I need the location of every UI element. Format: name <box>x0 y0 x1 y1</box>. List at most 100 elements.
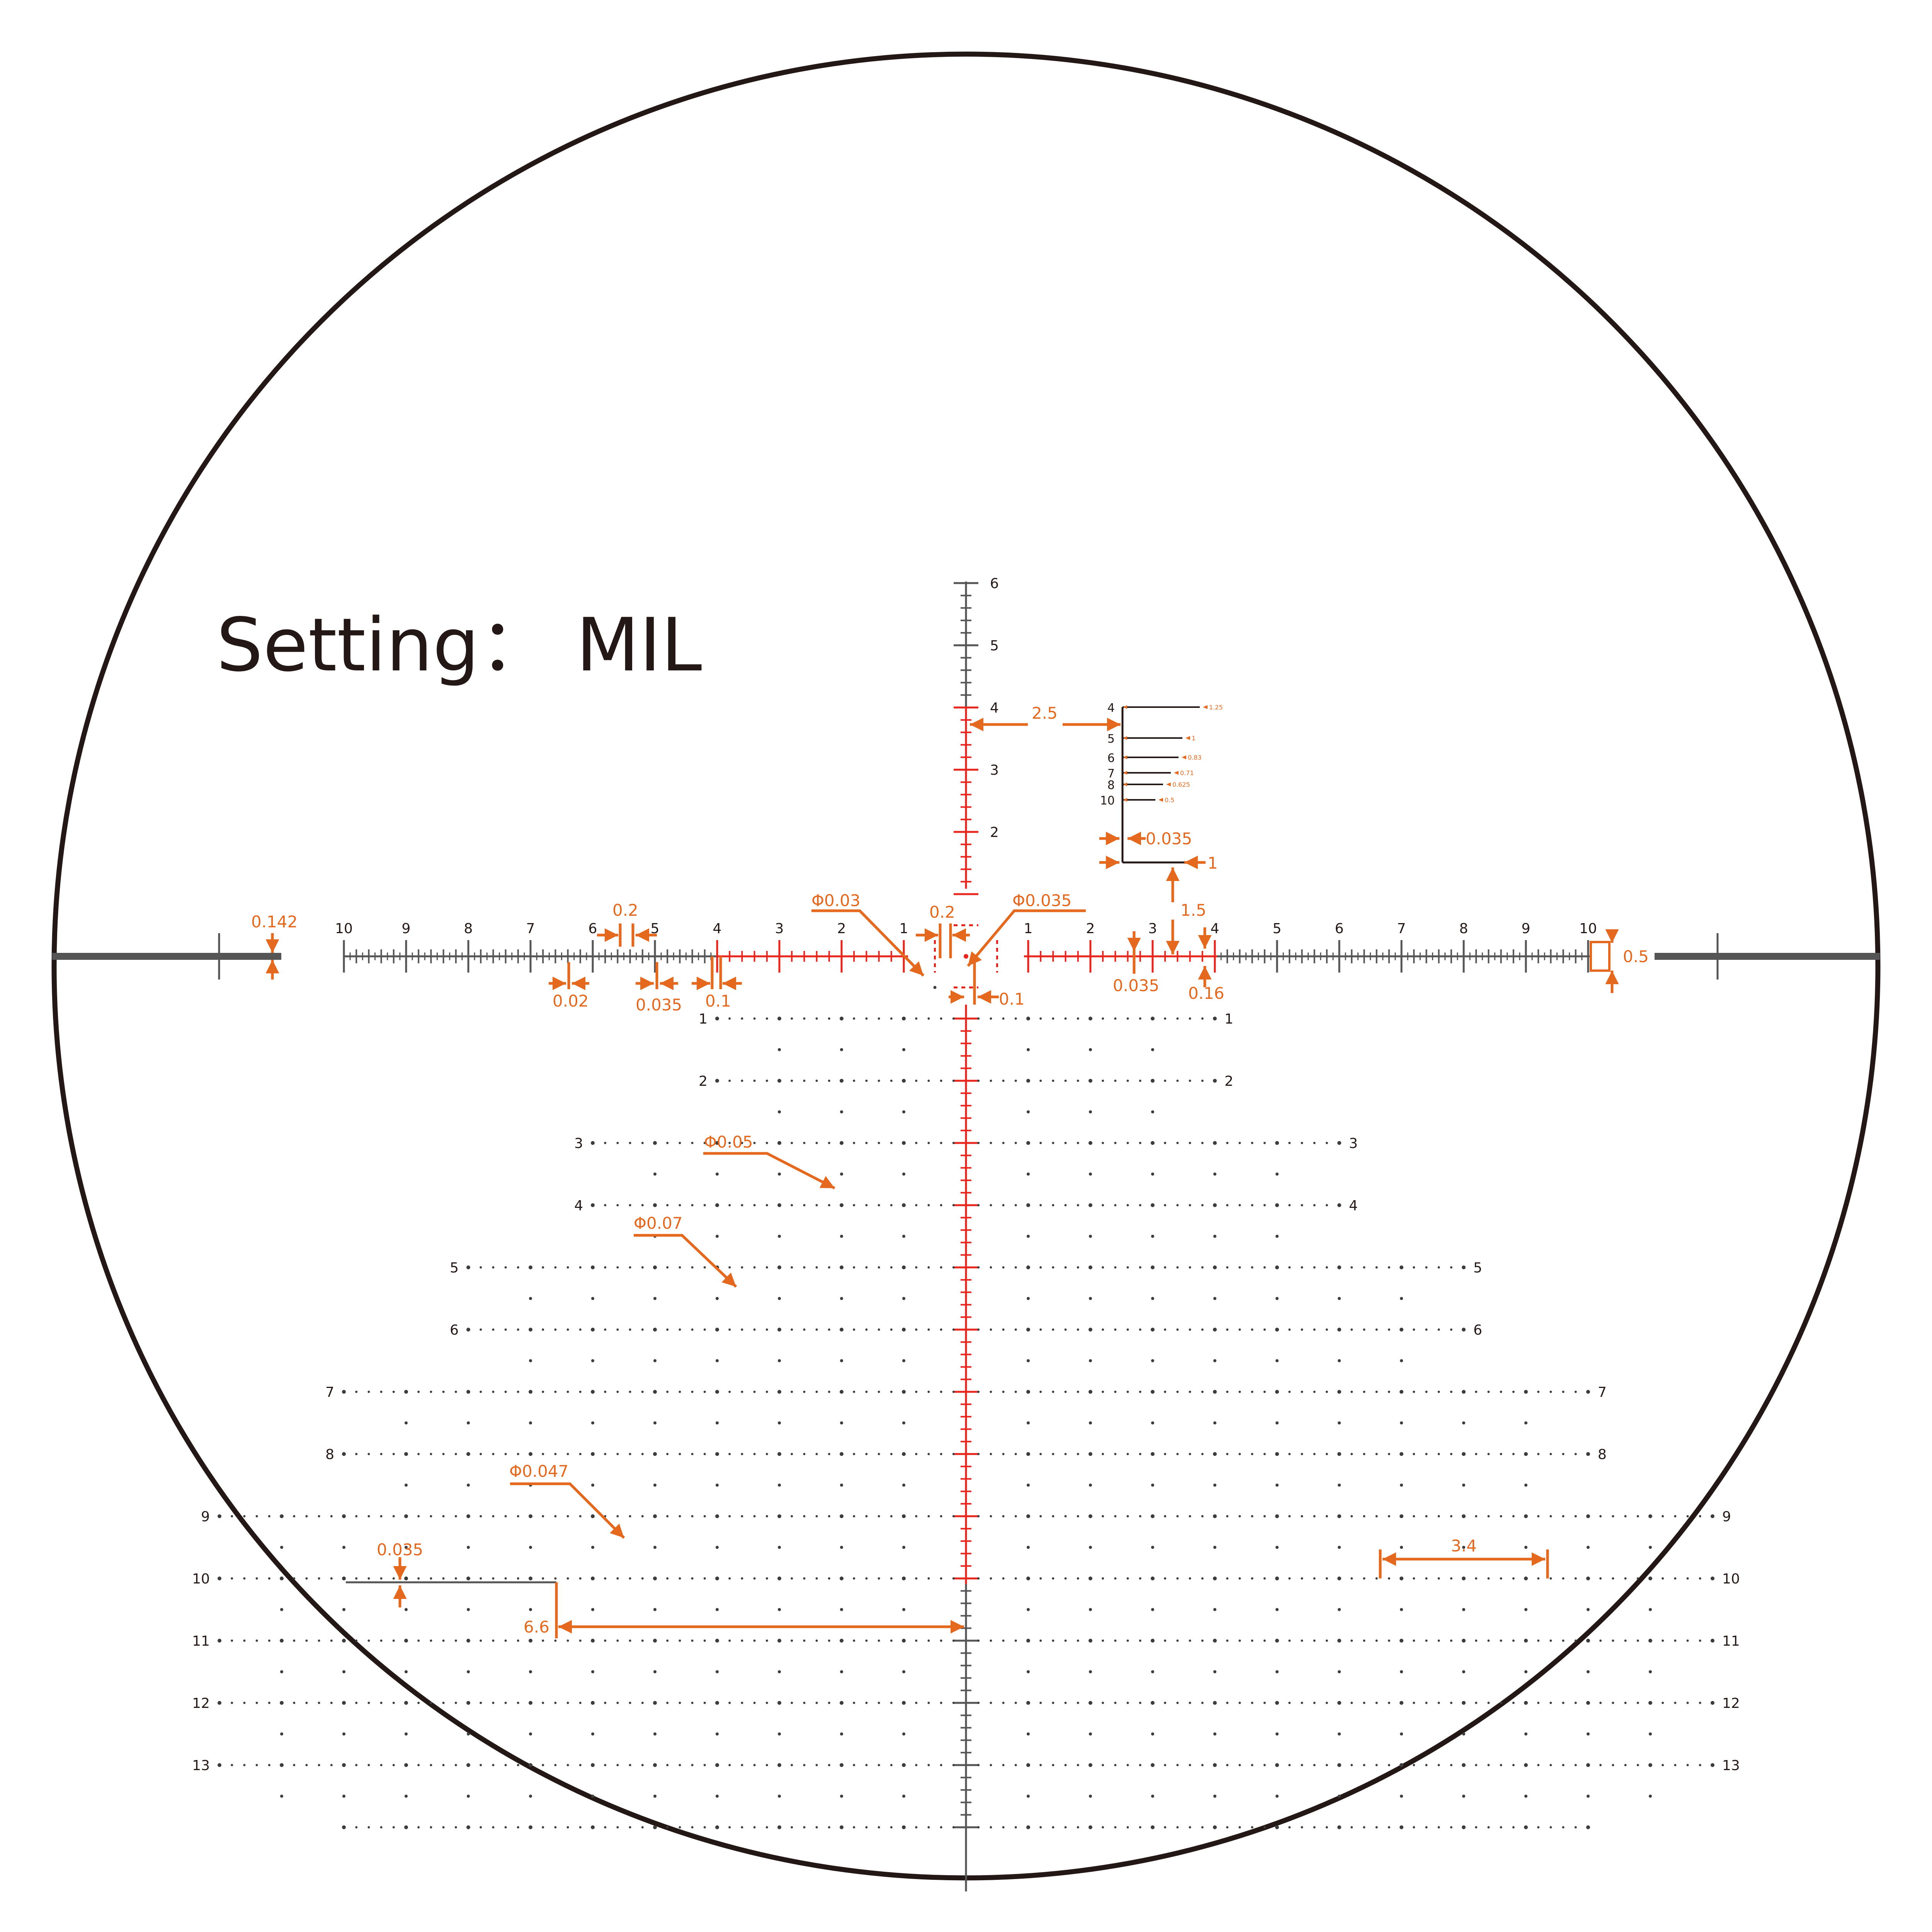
holdover-dot <box>777 1763 781 1767</box>
holdover-dot <box>566 1453 569 1455</box>
holdover-half-row-dot <box>653 1670 656 1673</box>
holdover-dot <box>542 1266 544 1269</box>
holdover-dot <box>1189 1142 1191 1144</box>
holdover-dot <box>591 1203 595 1207</box>
holdover-dot <box>1139 1080 1141 1082</box>
holdover-dot <box>753 1577 756 1580</box>
holdover-dot <box>1512 1702 1515 1704</box>
holdover-dot <box>952 1080 955 1082</box>
holdover-dot <box>1238 1577 1241 1580</box>
holdover-dot <box>653 1639 657 1643</box>
holdover-dot <box>777 1079 781 1083</box>
holdover-dot <box>952 1764 955 1766</box>
holdover-dot <box>466 1328 470 1332</box>
holdover-dot <box>1064 1639 1067 1642</box>
holdover-dot <box>753 1826 756 1828</box>
holdover-dot <box>1014 1080 1017 1082</box>
holdover-dot <box>1088 1639 1092 1643</box>
holdover-dot <box>542 1764 544 1766</box>
holdover-dot <box>1126 1639 1129 1642</box>
holdover-half-row-dot <box>840 1297 843 1300</box>
holdover-dot <box>1139 1639 1141 1642</box>
holdover-dot <box>579 1515 582 1517</box>
holdover-dot <box>815 1702 818 1704</box>
holdover-dot <box>1363 1702 1366 1704</box>
holdover-dot <box>853 1328 855 1331</box>
holdover-dot <box>355 1639 358 1642</box>
holdover-dot <box>1413 1639 1415 1642</box>
holdover-dot <box>1313 1764 1316 1766</box>
holdover-dot <box>940 1764 942 1766</box>
holdover-half-row-dot <box>840 1670 843 1673</box>
holdover-half-row-dot <box>716 1297 719 1300</box>
holdover-dot <box>404 1514 408 1518</box>
holdover-dot <box>715 1017 719 1020</box>
holdover-half-row-dot <box>405 1670 408 1673</box>
holdover-dot <box>728 1577 731 1580</box>
holdover-dot <box>1139 1826 1141 1828</box>
holdover-dot <box>1375 1639 1378 1642</box>
holdover-dot <box>679 1577 681 1580</box>
holdover-dot <box>1238 1142 1241 1144</box>
holdover-half-row-dot <box>1462 1546 1465 1549</box>
holdover-dot <box>1226 1328 1229 1331</box>
horizontal-left-label: 7 <box>526 921 535 937</box>
holdover-half-row-dot <box>591 1794 594 1798</box>
holdover-dot <box>454 1391 457 1393</box>
holdover-dot <box>703 1142 706 1144</box>
ladder-rung-label: 4 <box>1107 701 1115 715</box>
holdover-dot <box>1213 1390 1217 1394</box>
holdover-half-row-dot <box>716 1794 719 1798</box>
holdover-dot <box>1375 1702 1378 1704</box>
holdover-dot <box>1213 1203 1217 1207</box>
holdover-dot <box>1176 1639 1179 1642</box>
holdover-dot <box>305 1577 308 1580</box>
holdover-dot <box>1002 1142 1005 1144</box>
holdover-dot <box>1238 1204 1241 1206</box>
holdover-dot <box>417 1515 420 1517</box>
holdover-dot <box>542 1639 544 1642</box>
holdover-dot <box>255 1515 258 1517</box>
holdover-dot <box>1126 1702 1129 1704</box>
holdover-dot <box>1350 1515 1353 1517</box>
holdover-dot <box>853 1577 855 1580</box>
holdover-dot <box>1562 1453 1565 1455</box>
holdover-dot <box>1238 1639 1241 1642</box>
horizontal-right-label: 5 <box>1273 921 1282 937</box>
holdover-dot <box>1388 1577 1390 1580</box>
holdover-dot <box>243 1639 246 1642</box>
holdover-dot <box>691 1826 694 1828</box>
holdover-dot <box>1313 1702 1316 1704</box>
ladder-rung-marker <box>1123 705 1127 709</box>
holdover-dot <box>1026 1328 1030 1332</box>
holdover-dot <box>1102 1266 1104 1269</box>
holdover-dot <box>828 1453 830 1455</box>
holdover-half-row-dot <box>1462 1421 1465 1425</box>
holdover-dot <box>915 1266 918 1269</box>
holdover-half-row-dot <box>1524 1483 1527 1487</box>
holdover-dot <box>815 1142 818 1144</box>
holdover-dot <box>1400 1390 1403 1394</box>
holdover-dot <box>1052 1702 1054 1704</box>
holdover-dot <box>554 1453 557 1455</box>
holdover-dot <box>342 1452 346 1456</box>
holdover-half-row-dot <box>653 1732 656 1736</box>
holdover-dot <box>753 1266 756 1269</box>
holdover-dot <box>1450 1702 1452 1704</box>
holdover-dot <box>1026 1825 1030 1829</box>
holdover-dot <box>392 1826 395 1828</box>
holdover-dot <box>1562 1391 1565 1393</box>
holdover-dot <box>865 1266 868 1269</box>
holdover-dot <box>504 1266 507 1269</box>
holdover-dot <box>616 1515 619 1517</box>
holdover-dot <box>1189 1577 1191 1580</box>
holdover-dot <box>777 1701 781 1705</box>
holdover-dot <box>417 1826 420 1828</box>
holdover-dot <box>1313 1391 1316 1393</box>
holdover-dot <box>840 1141 844 1145</box>
holdover-dot <box>777 1203 781 1207</box>
holdover-dot <box>1537 1391 1540 1393</box>
holdover-dot <box>753 1702 756 1704</box>
